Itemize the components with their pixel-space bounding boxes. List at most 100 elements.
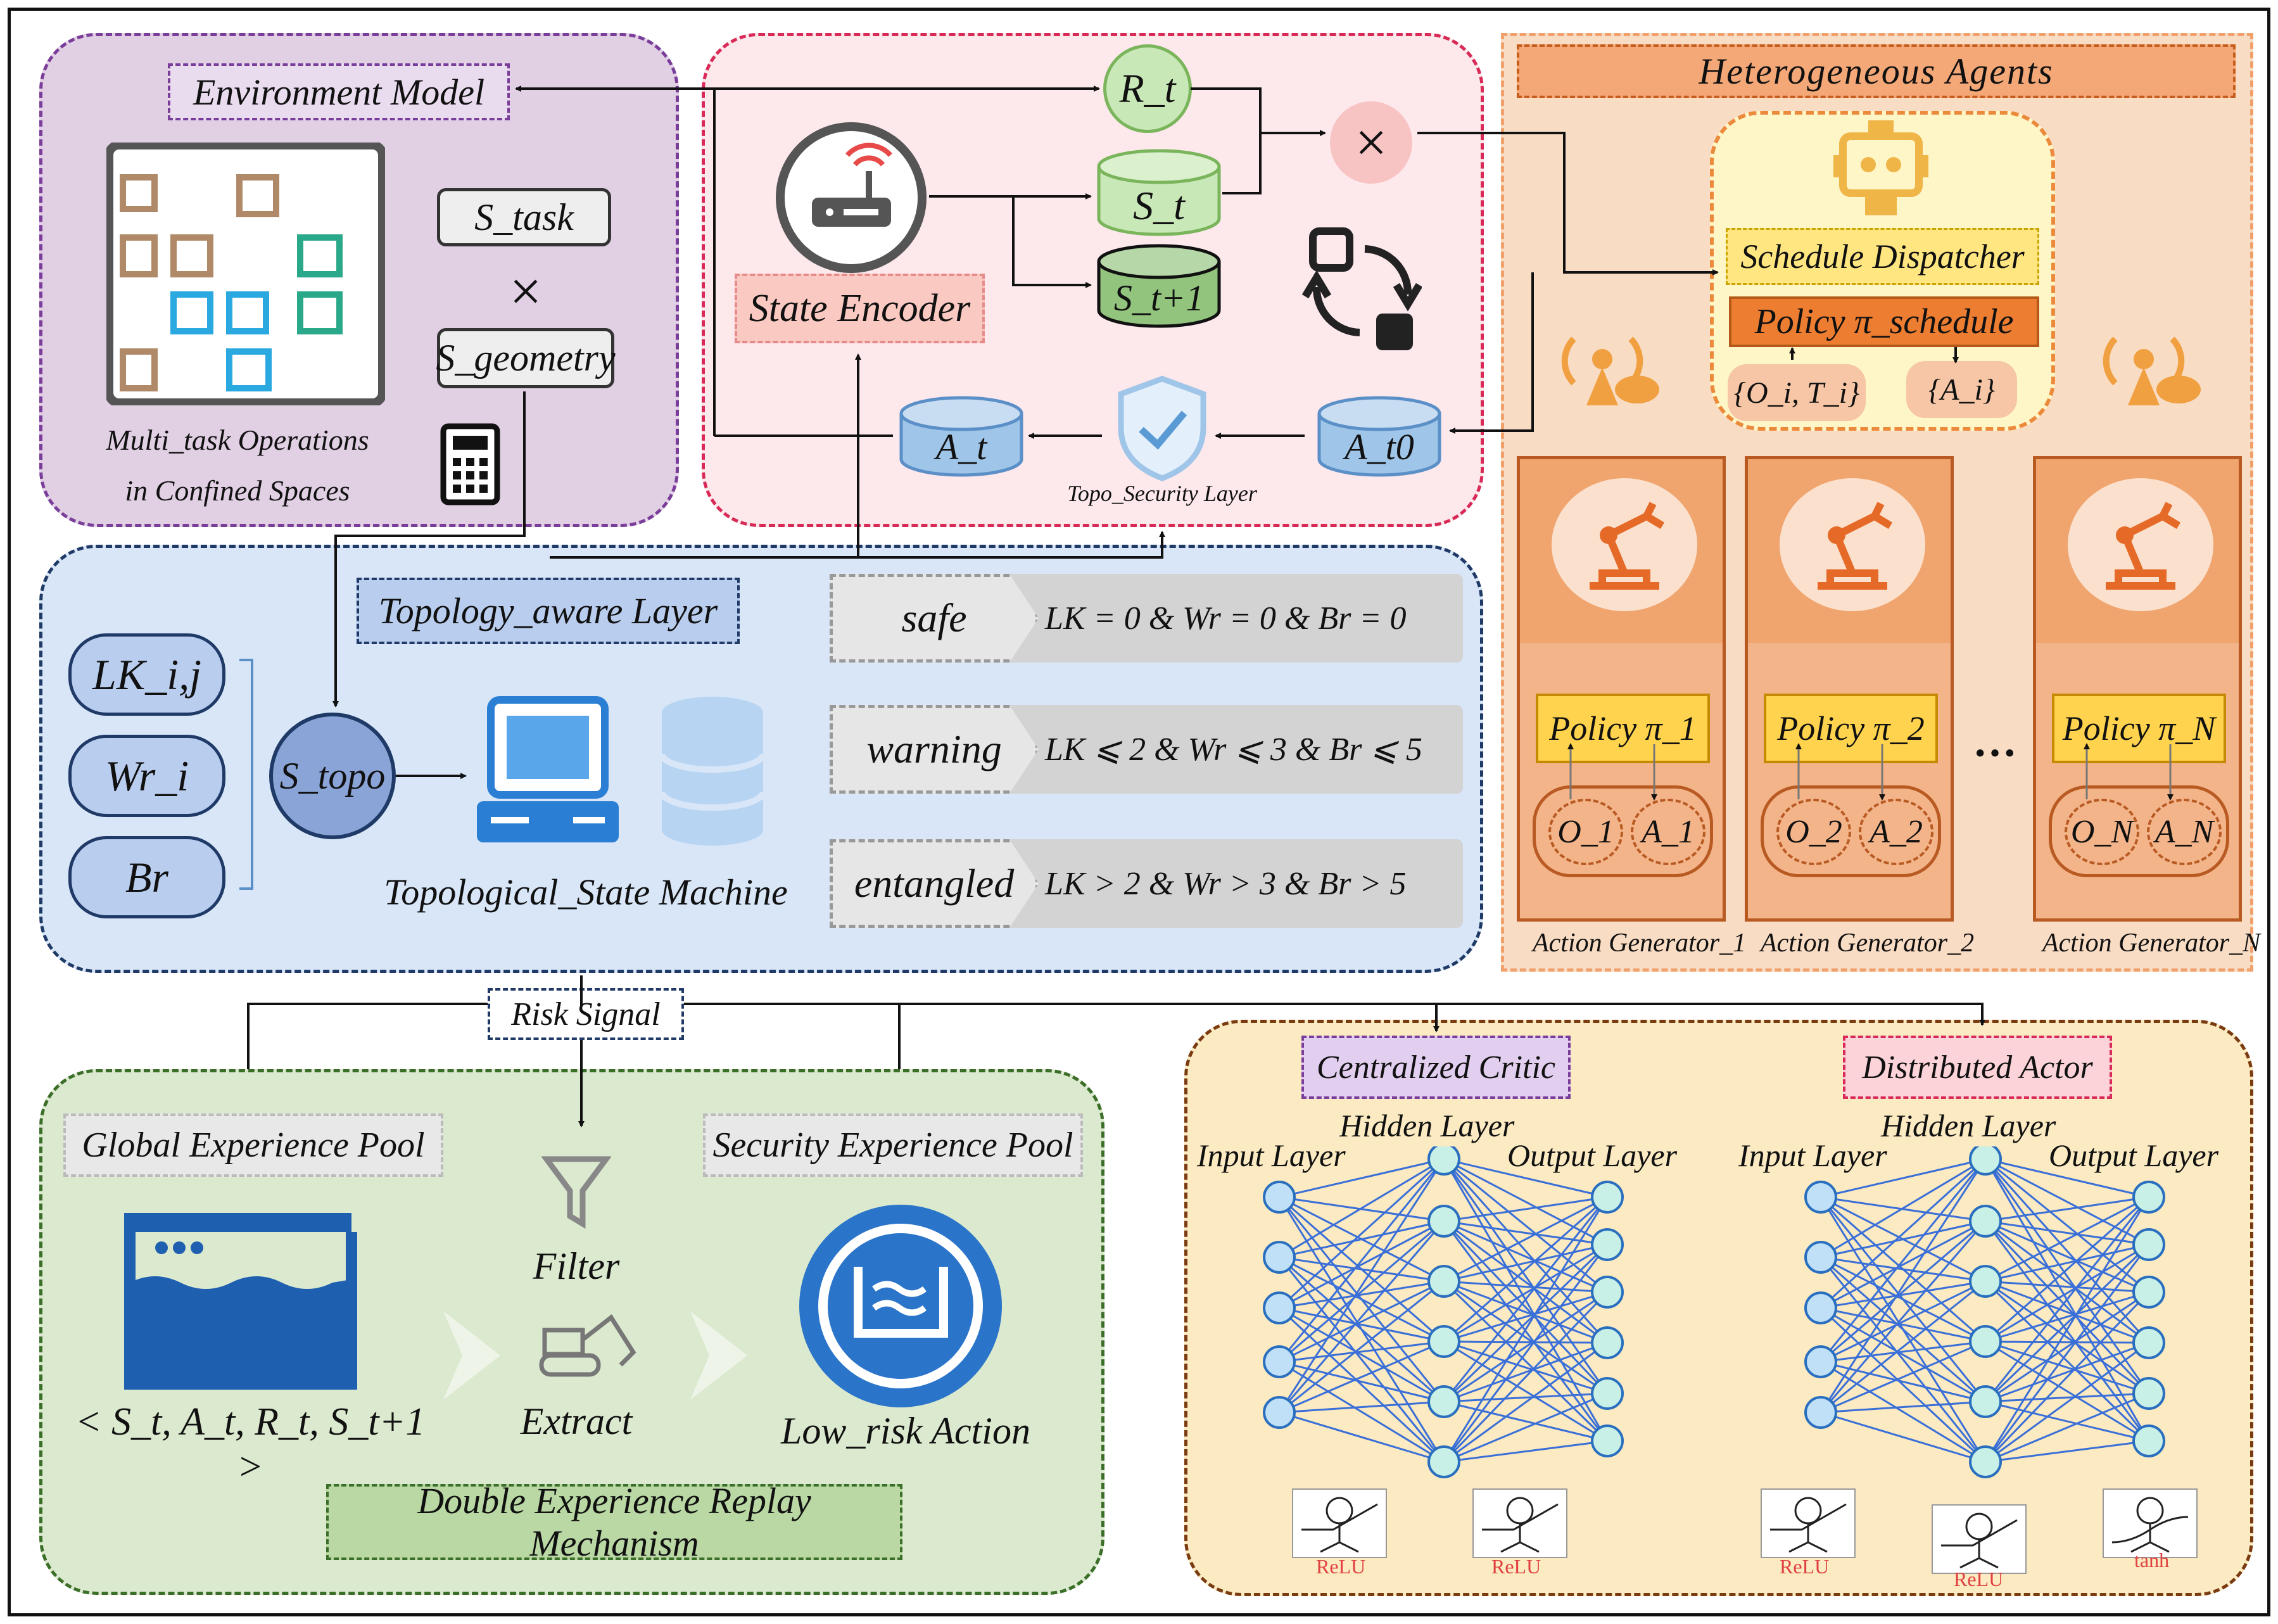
antenna-cloud-icon — [2103, 336, 2201, 405]
state-label: S_t — [1133, 183, 1185, 228]
multiply-node: × — [1330, 101, 1412, 184]
critic-edge — [1443, 1400, 1608, 1442]
tanh-activation-icon — [2103, 1488, 2198, 1558]
actor-input-node — [1804, 1345, 1837, 1378]
critic-edge — [1443, 1244, 1609, 1462]
critic-edge — [1279, 1307, 1445, 1343]
critic-edge — [1279, 1340, 1445, 1414]
generator-label-1: Action Generator_1 — [1533, 929, 1747, 958]
critic-edge — [1279, 1220, 1445, 1363]
critic-input-node — [1263, 1241, 1296, 1274]
actor-edge — [1984, 1158, 2150, 1394]
actor-edge — [1820, 1361, 1986, 1403]
critic-edge — [1443, 1220, 1608, 1344]
actor-edge — [1984, 1280, 2150, 1442]
actor-edge — [1984, 1291, 2150, 1463]
actor-edge — [1820, 1158, 1986, 1259]
actor-edge — [1985, 1400, 2149, 1442]
actor-edge — [1985, 1196, 2149, 1222]
obs-action-pair-1: O_1 A_1 — [1533, 785, 1713, 877]
funnel-icon — [541, 1156, 611, 1229]
act-1: A_1 — [1631, 799, 1705, 865]
extract-label: Extract — [520, 1400, 633, 1442]
actor-output-label: Output Layer — [2049, 1138, 2219, 1173]
pool-circle-icon — [799, 1205, 1002, 1407]
actor-edge — [1985, 1340, 2149, 1344]
actor-output-node — [2132, 1377, 2165, 1410]
obs-n: O_N — [2065, 799, 2139, 865]
s-topo-node: S_topo — [269, 713, 396, 839]
experience-tuple: < S_t, A_t, R_t, S_t+1 > — [75, 1400, 426, 1488]
actor-output-node — [2132, 1326, 2165, 1359]
schedule-dispatcher: Schedule Dispatcher — [1726, 228, 2039, 285]
critic-edge — [1443, 1340, 1608, 1442]
critic-edge — [1443, 1220, 1609, 1395]
input-bracket — [239, 659, 253, 890]
action-generator-2: Policy π_2 O_2 A_2 — [1745, 456, 1954, 922]
actor-network — [1804, 1146, 2165, 1478]
critic-hidden-node — [1427, 1325, 1460, 1358]
critic-edge — [1443, 1196, 1608, 1283]
actor-edge — [1984, 1196, 2150, 1402]
actor-edge — [1984, 1196, 2150, 1462]
actor-edge — [1984, 1158, 2150, 1343]
actor-hidden-node — [1969, 1205, 2002, 1238]
actor-edge — [1985, 1196, 2149, 1343]
actor-edge — [1820, 1280, 1986, 1363]
critic-output-node — [1591, 1276, 1624, 1309]
critic-edge — [1443, 1243, 1608, 1343]
critic-edge — [1443, 1392, 1608, 1463]
relu-activation-icon — [1292, 1488, 1387, 1558]
topology-layer-title: Topology_aware Layer — [357, 578, 740, 644]
actor-edge — [1820, 1307, 1986, 1343]
critic-input-label: Input Layer — [1197, 1138, 1346, 1173]
critic-edge — [1278, 1307, 1445, 1463]
policy-2: Policy π_2 — [1764, 694, 1938, 763]
actor-edge — [1985, 1243, 2149, 1283]
action-generator-1: Policy π_1 O_1 A_1 — [1517, 456, 1726, 922]
critic-edge — [1279, 1280, 1445, 1414]
actor-edge — [1819, 1158, 1987, 1362]
actor-activation-2: ReLU — [1954, 1568, 2004, 1590]
policy-schedule: Policy π_schedule — [1729, 296, 2039, 347]
critic-edge — [1443, 1280, 1608, 1293]
critic-edge — [1443, 1243, 1608, 1283]
actor-edge — [1820, 1361, 1986, 1463]
critic-network — [1263, 1146, 1624, 1478]
critic-hidden-node — [1427, 1445, 1460, 1478]
security-pool-title: Security Experience Pool — [703, 1113, 1083, 1177]
critic-edge — [1443, 1342, 1608, 1463]
actor-edge — [1820, 1400, 1986, 1414]
s-geometry-box: S_geometry — [436, 328, 616, 388]
actor-edge — [1985, 1280, 2149, 1344]
robot-arm-icon — [2068, 478, 2213, 611]
critic-edge — [1443, 1196, 1608, 1343]
grid-map-icon — [106, 143, 385, 405]
generator-ellipsis: ··· — [1972, 729, 2018, 778]
antenna-cloud-icon — [1561, 336, 1659, 405]
filter-label: Filter — [533, 1245, 620, 1287]
critic-edge — [1279, 1220, 1445, 1259]
critic-output-node — [1591, 1377, 1624, 1410]
critic-edge — [1443, 1158, 1608, 1198]
generator-label-2: Action Generator_2 — [1761, 929, 1975, 958]
critic-edge — [1279, 1361, 1445, 1463]
critic-output-label: Output Layer — [1507, 1138, 1678, 1173]
actor-input-label: Input Layer — [1738, 1138, 1887, 1173]
actor-edge — [1985, 1392, 2149, 1403]
critic-edge — [1279, 1256, 1445, 1343]
state-safe-condition: LK = 0 & Wr = 0 & Br = 0 — [1045, 600, 1407, 637]
reward-node: R_t — [1103, 44, 1192, 133]
database-icon — [659, 697, 766, 846]
actor-edge — [1985, 1280, 2149, 1395]
chevron-right-icon — [443, 1311, 500, 1400]
next-state-cylinder — [1097, 244, 1221, 328]
risk-signal-label: Risk Signal — [488, 988, 684, 1040]
state-entangled-label: entangled — [830, 839, 1039, 928]
critic-hidden-node — [1427, 1146, 1460, 1176]
critic-activation-1: ReLU — [1316, 1555, 1366, 1578]
actor-output-node — [2132, 1276, 2165, 1309]
state-machine-label: Topological_State Machine — [384, 872, 788, 913]
critic-edge — [1443, 1440, 1608, 1463]
s-task-box: S_task — [437, 188, 611, 246]
